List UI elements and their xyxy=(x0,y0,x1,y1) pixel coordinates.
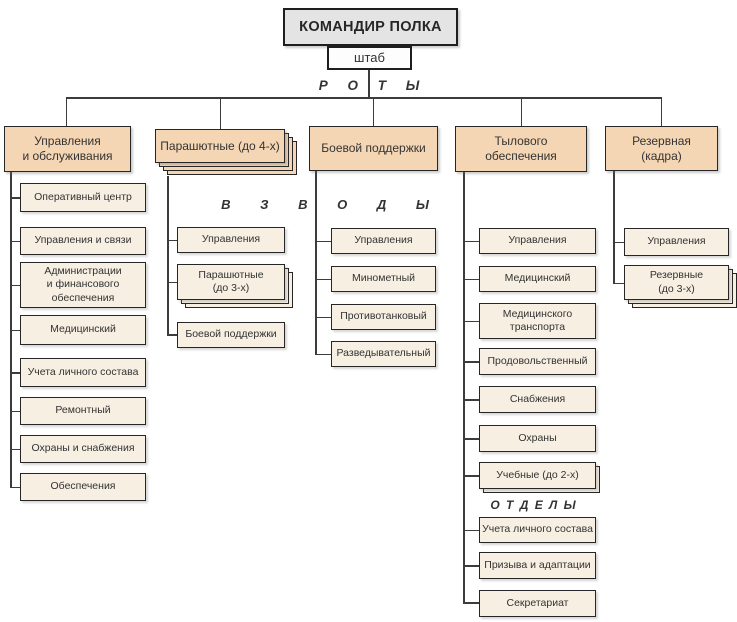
connector-line xyxy=(463,240,479,242)
connector-line xyxy=(10,240,21,242)
medical-unit: Медицинский xyxy=(20,315,146,345)
connector-line xyxy=(463,438,479,440)
platoon-hq: Управления xyxy=(331,228,436,254)
support-unit: Обеспечения xyxy=(20,473,146,501)
connector-line xyxy=(660,97,662,127)
dept-recruitment-adaptation: Призыва и адаптации xyxy=(479,552,596,579)
platoon-combat-support: Боевой поддержки xyxy=(177,322,285,348)
connector-line xyxy=(10,448,21,450)
platoon-training: Учебные (до 2-х) xyxy=(479,462,596,489)
connector-line xyxy=(368,69,370,98)
personnel-records: Учета личного состава xyxy=(20,358,146,387)
platoon-medical-transport: Медицинского транспорта xyxy=(479,303,596,339)
dept-secretariat: Секретариат xyxy=(479,590,596,617)
connector-line xyxy=(315,316,331,318)
connector-line xyxy=(10,171,12,487)
connector-line xyxy=(463,529,479,531)
platoon-hq: Управления xyxy=(177,227,285,253)
company-hq-service: Управления и обслуживания xyxy=(4,126,131,172)
platoons-level-label: В З В О Д Ы xyxy=(221,197,442,212)
connector-line xyxy=(520,97,522,127)
platoon-food: Продовольственный xyxy=(479,348,596,375)
security-supply: Охраны и снабжения xyxy=(20,435,146,463)
platoon-hq: Управления xyxy=(624,228,729,256)
administration-finance: Администрации и финансового обеспечения xyxy=(20,262,146,308)
connector-line xyxy=(10,329,21,331)
departments-level-label: О Т Д Е Л Ы xyxy=(490,498,578,512)
connector-line xyxy=(315,353,331,355)
connector-line xyxy=(613,282,624,284)
platoon-recon: Разведывательный xyxy=(331,341,436,367)
platoon-guard: Охраны xyxy=(479,425,596,452)
connector-line xyxy=(10,486,21,488)
connector-line xyxy=(65,97,67,127)
connector-line xyxy=(219,97,221,130)
connector-line xyxy=(463,565,479,567)
company-reserve: Резервная (кадра) xyxy=(605,126,718,171)
connector-line xyxy=(463,399,479,401)
connector-line xyxy=(613,241,624,243)
platoon-mortar: Минометный xyxy=(331,266,436,292)
connector-line xyxy=(463,475,479,477)
connector-line xyxy=(372,97,374,127)
connector-line xyxy=(315,278,331,280)
connector-line xyxy=(463,278,479,280)
maintenance-unit: Ремонтный xyxy=(20,397,146,425)
command-and-signals: Управления и связи xyxy=(20,227,146,255)
connector-line xyxy=(10,284,21,286)
platoon-medical: Медицинский xyxy=(479,266,596,292)
platoon-supply: Снабжения xyxy=(479,386,596,413)
platoon-reserve: Резервные (до 3-х) xyxy=(624,265,729,300)
company-parachute: Парашютные (до 4-х) xyxy=(155,129,285,163)
platoon-hq: Управления xyxy=(479,228,596,254)
connector-line xyxy=(315,240,331,242)
connector-line xyxy=(463,602,479,604)
company-combat-support: Боевой поддержки xyxy=(309,126,438,171)
dept-personnel-records: Учета личного состава xyxy=(479,517,596,543)
connector-line xyxy=(65,97,662,99)
connector-line xyxy=(463,320,479,322)
connector-line xyxy=(167,334,178,336)
connector-line xyxy=(10,410,21,412)
staff-box: штаб xyxy=(327,46,412,70)
companies-level-label: Р О Т Ы xyxy=(318,78,428,93)
connector-line xyxy=(10,197,21,199)
connector-line xyxy=(463,361,479,363)
platoon-antitank: Противотанковый xyxy=(331,304,436,330)
connector-line xyxy=(463,172,465,603)
connector-line xyxy=(167,239,178,241)
connector-line xyxy=(613,171,615,284)
commander-box: КОМАНДИР ПОЛКА xyxy=(283,8,458,46)
operations-center: Оперативный центр xyxy=(20,183,146,212)
platoon-parachute: Парашютные (до 3-х) xyxy=(177,264,285,300)
company-logistics: Тылового обеспечения xyxy=(455,126,587,172)
connector-line xyxy=(315,171,317,354)
connector-line xyxy=(167,176,169,335)
connector-line xyxy=(10,372,21,374)
connector-line xyxy=(167,281,178,283)
